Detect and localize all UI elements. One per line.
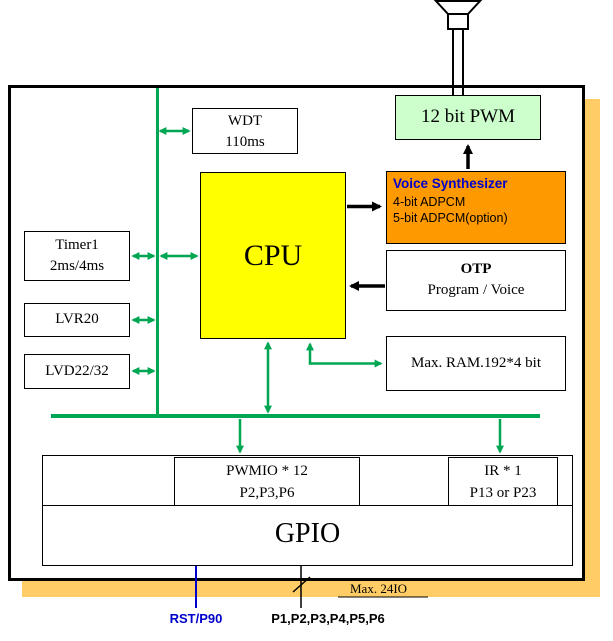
timer1-label: Timer1 bbox=[55, 237, 99, 253]
pwmio-pins: P2,P3,P6 bbox=[239, 485, 295, 501]
voice-title: Voice Synthesizer bbox=[393, 176, 508, 191]
lvd-label: LVD22/32 bbox=[45, 363, 109, 379]
wdt-label: WDT bbox=[227, 113, 263, 129]
timer1-value: 2ms/4ms bbox=[49, 258, 105, 274]
otp-label: OTP bbox=[460, 261, 492, 277]
rst-pin-label: RST/P90 bbox=[169, 611, 223, 626]
pwmio-label: PWMIO * 12 bbox=[226, 463, 308, 479]
lvr20-block: LVR20 bbox=[24, 303, 130, 337]
bus-width-slash bbox=[292, 576, 311, 593]
gpio-block: GPIO bbox=[42, 505, 573, 566]
wdt-block: WDT 110ms bbox=[192, 108, 298, 154]
lvd-block: LVD22/32 bbox=[24, 354, 130, 389]
speaker-icon bbox=[433, 0, 483, 95]
otp-subtitle: Program / Voice bbox=[427, 282, 525, 298]
ram-block: Max. RAM.192*4 bit bbox=[386, 336, 566, 391]
cpu-block: CPU bbox=[200, 172, 346, 339]
ir-block: IR * 1 P13 or P23 bbox=[448, 457, 558, 506]
timer1-block: Timer1 2ms/4ms bbox=[24, 231, 130, 281]
lvr20-label: LVR20 bbox=[55, 311, 99, 327]
ram-label: Max. RAM.192*4 bit bbox=[410, 355, 541, 371]
pwm-block: 12 bit PWM bbox=[395, 95, 541, 140]
voice-line2: 5-bit ADPCM(option) bbox=[393, 211, 508, 225]
voice-line1: 4-bit ADPCM bbox=[393, 195, 466, 209]
wdt-value: 110ms bbox=[225, 134, 265, 150]
ir-label: IR * 1 bbox=[484, 463, 522, 479]
ir-pins: P13 or P23 bbox=[469, 485, 537, 501]
pwm-label: 12 bit PWM bbox=[421, 106, 515, 127]
otp-block: OTP Program / Voice bbox=[386, 250, 566, 311]
arrow-cpu-ram bbox=[306, 342, 383, 368]
max-io-label: Max. 24IO bbox=[350, 581, 408, 596]
ports-pin-label: P1,P2,P3,P4,P5,P6 bbox=[271, 611, 385, 626]
gpio-label: GPIO bbox=[274, 518, 341, 549]
voice-synthesizer-block: Voice Synthesizer 4-bit ADPCM 5-bit ADPC… bbox=[386, 171, 566, 244]
cpu-label: CPU bbox=[243, 238, 303, 272]
